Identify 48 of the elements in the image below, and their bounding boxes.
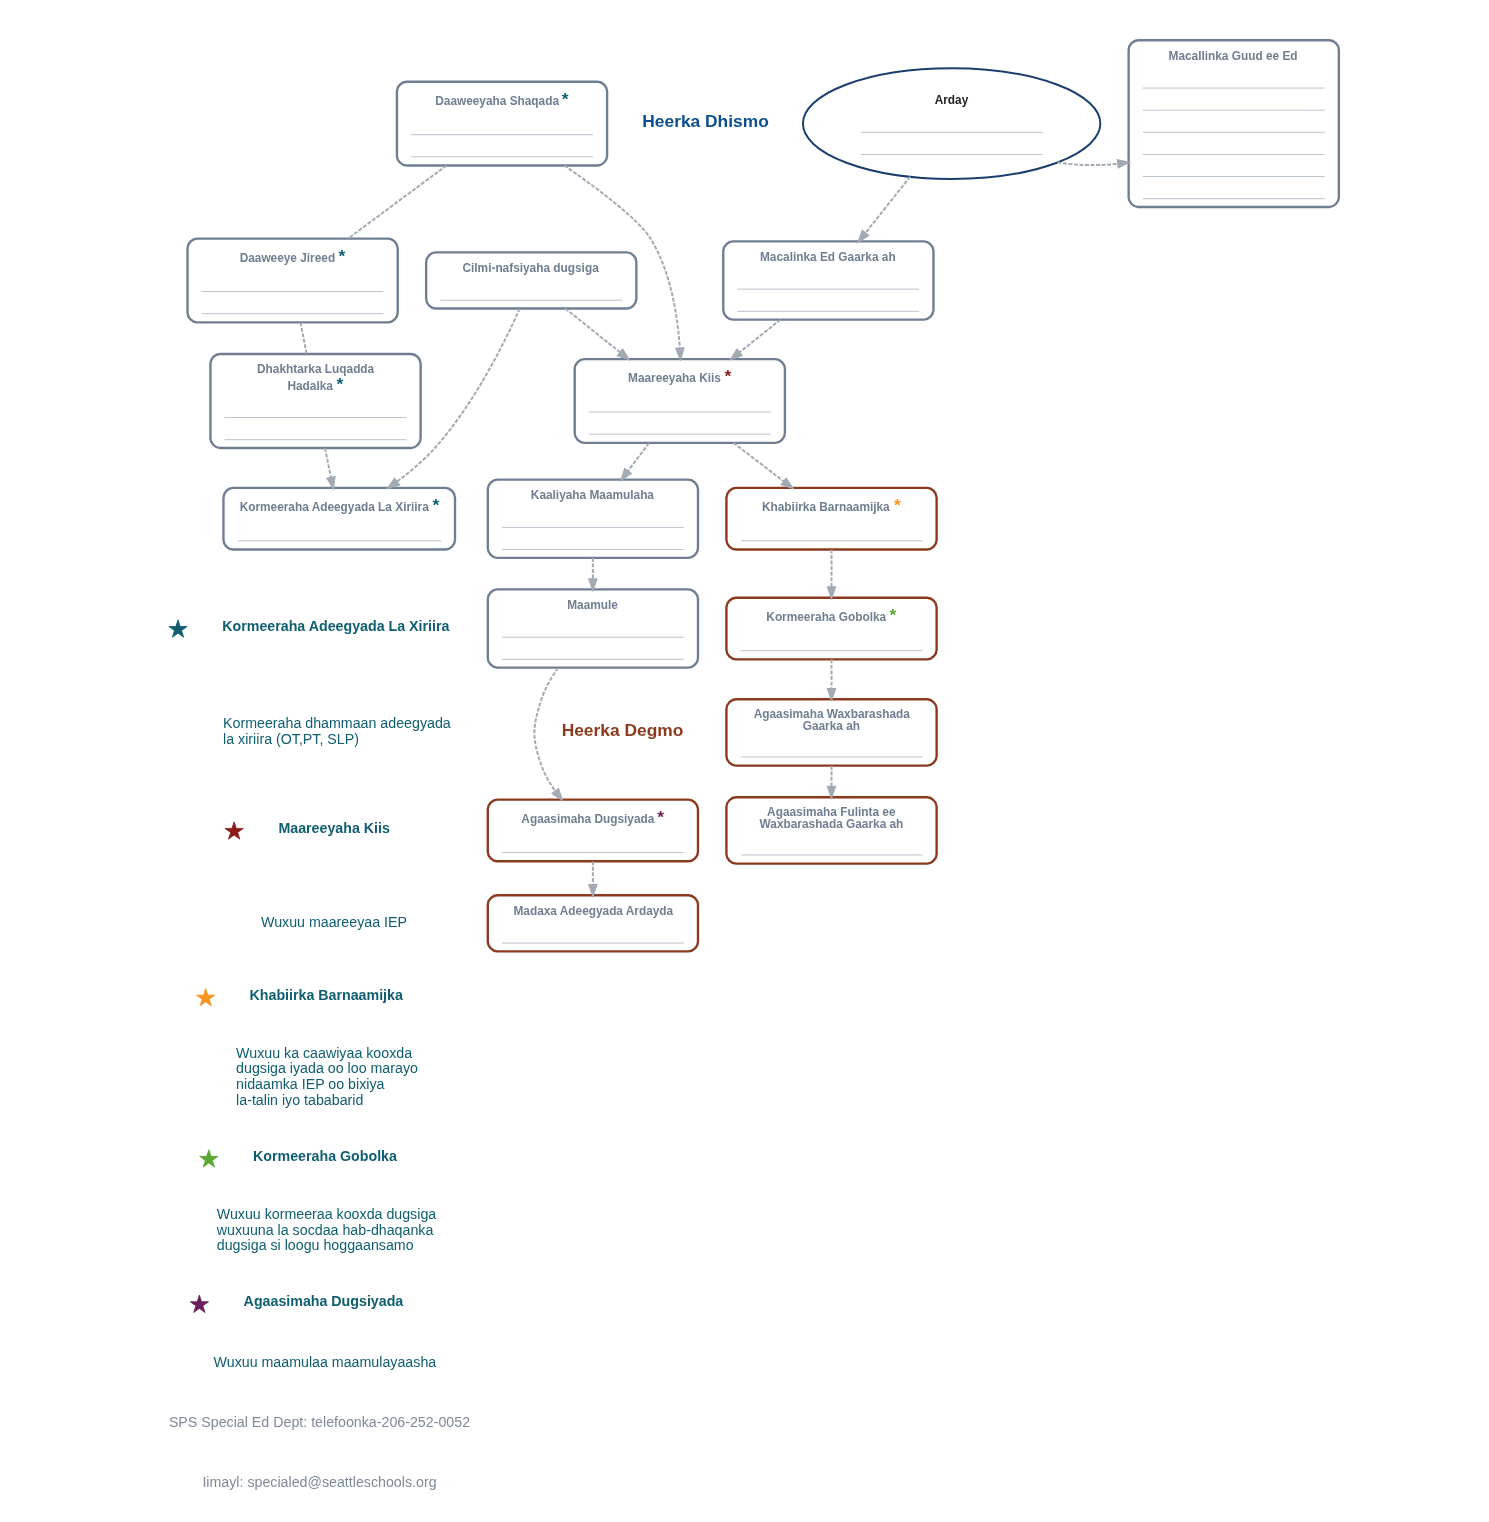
node-box: Kormeeraha Adeegyada La Xiriira * — [221, 486, 456, 551]
node-box: Madaxa Adeegyada Ardayda — [486, 894, 699, 953]
legend-label: Kormeeraha Adeegyada La Xiriira — [221, 618, 449, 635]
arrow — [856, 175, 911, 244]
node-box: Daaweeyaha Shaqada* — [395, 80, 608, 167]
arrow — [732, 441, 795, 490]
arrow — [826, 658, 836, 703]
label: Heerka Dhismo — [641, 111, 769, 132]
arrow — [323, 447, 336, 491]
connector — [299, 321, 308, 355]
arrow — [826, 764, 836, 801]
label: Wuxuu maamulaa maamulayaasha — [213, 1354, 436, 1371]
connector — [346, 164, 447, 240]
label: Wuxuu ka caawiyaa kooxda dugsiga iyada oo loo marayo nidaamka IEP oo bixiya la-talin iyo tababarid — [235, 1044, 418, 1108]
legend-label: Kormeeraha Gobolka — [252, 1148, 397, 1165]
node-box: Kaaliyaha Maamulaha — [486, 478, 699, 559]
node-ellipse: Arday — [801, 67, 1101, 180]
label: Wuxuu maareeyaa IEP — [260, 913, 407, 930]
arrow — [385, 307, 521, 490]
arrow — [619, 442, 650, 482]
node-box: Cilmi-nafsiyaha dugsiga — [424, 251, 638, 310]
arrow — [563, 307, 631, 361]
node-box: Maareeyaha Kiis * — [573, 357, 786, 445]
arrow — [532, 666, 564, 802]
arrow — [587, 860, 598, 899]
label: Wuxuu kormeeraa kooxda dugsiga wuxuuna la socdaa hab-dhaqanka dugsiga si loogu hoggaansamo — [216, 1205, 436, 1254]
node-box: Agaasimaha Waxbarashada Gaarka ah — [724, 698, 938, 767]
node-box: Macalinka Ed Gaarka ah — [721, 240, 935, 321]
node-box: Kormeeraha Gobolka * — [724, 596, 938, 661]
node-box: Agaasimaha Fulinta ee Waxbarashada Gaarka ah — [724, 796, 938, 865]
arrow — [1055, 158, 1131, 169]
label: Kormeeraha dhammaan adeegyada la xiriira (OT,PT, SLP) — [222, 715, 451, 747]
node-box: Dhakhtarka Luqadda Hadalka * — [208, 352, 422, 450]
arrow — [562, 164, 685, 362]
node-box: Daaweeye Jireed * — [185, 237, 399, 324]
arrow — [826, 548, 836, 601]
legend-label: Maareeyaha Kiis — [277, 820, 390, 837]
arrow — [728, 318, 781, 361]
node-box: Maamule — [486, 588, 699, 669]
legend-label: Agaasimaha Dugsiyada — [243, 1293, 403, 1310]
label: SPS Special Ed Dept: telefoonka-206-252-0052 — [168, 1414, 470, 1431]
label: Iimayl: specialed@seattleschools.org — [201, 1474, 437, 1491]
arrow — [587, 557, 598, 593]
node-box: Macallinka Guud ee Ed — [1126, 39, 1340, 209]
label: Heerka Degmo — [561, 720, 683, 741]
node-box: Khabiirka Barnaamijka * — [724, 486, 938, 551]
legend-label: Khabiirka Barnaamijka — [249, 986, 403, 1003]
node-box: Agaasimaha Dugsiyada * — [486, 798, 699, 863]
